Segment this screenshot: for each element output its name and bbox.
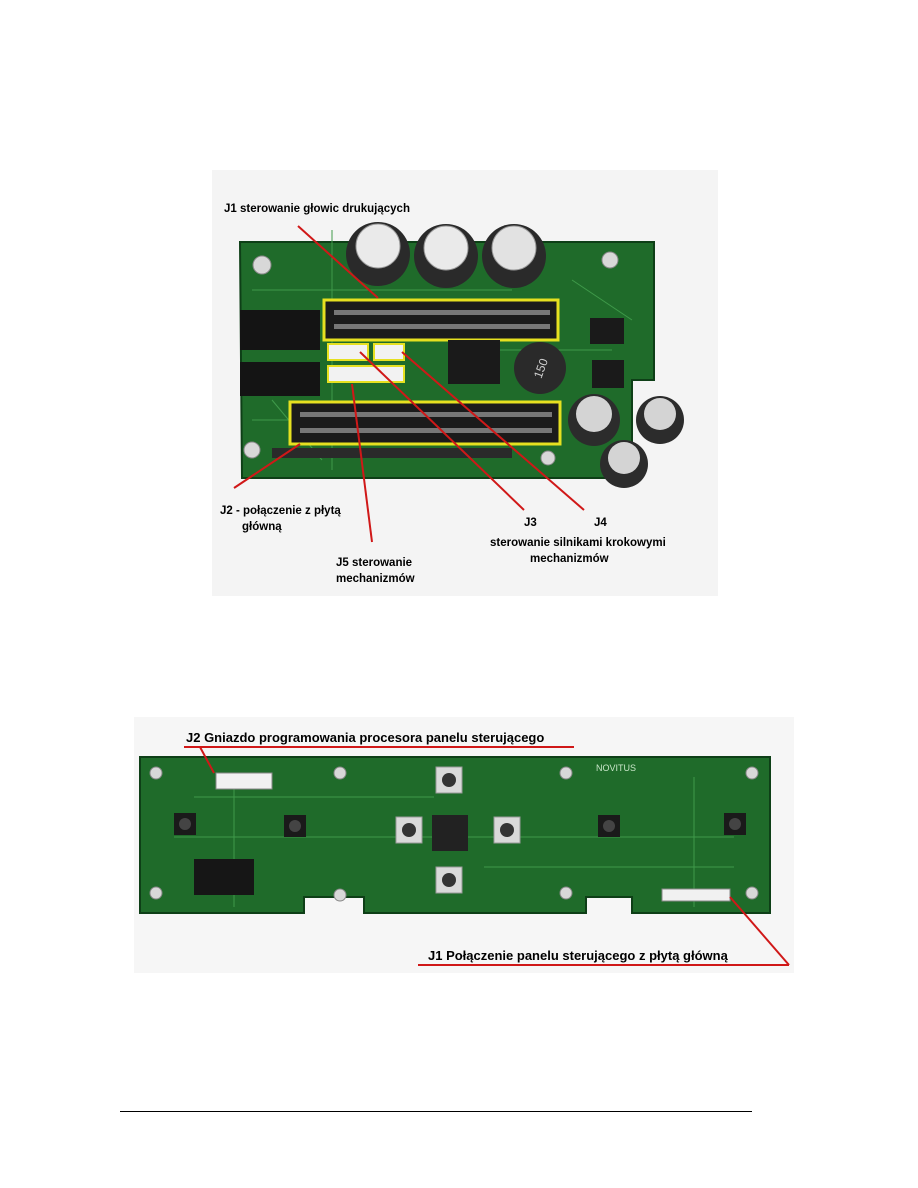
label-j5-line1: J5 sterowanie: [336, 557, 412, 569]
label-j2-line2: główną: [242, 521, 282, 533]
label-panel-j1: J1 Połączenie panelu sterującego z płytą…: [428, 948, 729, 963]
j3-connector: [327, 343, 369, 361]
label-j3: J3: [524, 517, 537, 529]
j4-connector: [373, 343, 405, 361]
tact-switches: [174, 766, 746, 894]
processor: [432, 815, 468, 851]
j1-connector: [322, 298, 560, 342]
label-panel-j2: J2 Gniazdo programowania procesora panel…: [186, 730, 544, 745]
label-j1: J1 sterowanie głowic drukujących: [224, 203, 410, 215]
label-stepper-line2: mechanizmów: [530, 553, 609, 565]
inductor-marking: 150: [531, 356, 551, 380]
j2-connector: [288, 400, 562, 446]
j5-connector: [327, 365, 405, 383]
footer-rule: [120, 1111, 752, 1112]
inductor: [514, 342, 566, 394]
capacitors-right: [568, 394, 684, 488]
label-j2-line1: J2 - połączenie z płytą: [220, 505, 341, 517]
board-illustration-1: 150 J1 sterowanie głowic drukujących J2 …: [212, 170, 718, 596]
j2-socket: [215, 772, 273, 790]
board-illustration-2: NOVITUS J2 Gniazdo programowania proceso…: [134, 717, 794, 973]
brand-silkscreen: NOVITUS: [596, 763, 636, 773]
label-j5-line2: mechanizmów: [336, 573, 415, 585]
capacitors-top: [346, 222, 546, 288]
figure-2-photo: NOVITUS J2 Gniazdo programowania proceso…: [134, 717, 794, 973]
j1-socket: [661, 888, 731, 902]
label-stepper-line1: sterowanie silnikami krokowymi: [490, 537, 666, 549]
label-j4: J4: [594, 517, 607, 529]
figure-1-photo: 150 J1 sterowanie głowic drukujących J2 …: [212, 170, 718, 596]
